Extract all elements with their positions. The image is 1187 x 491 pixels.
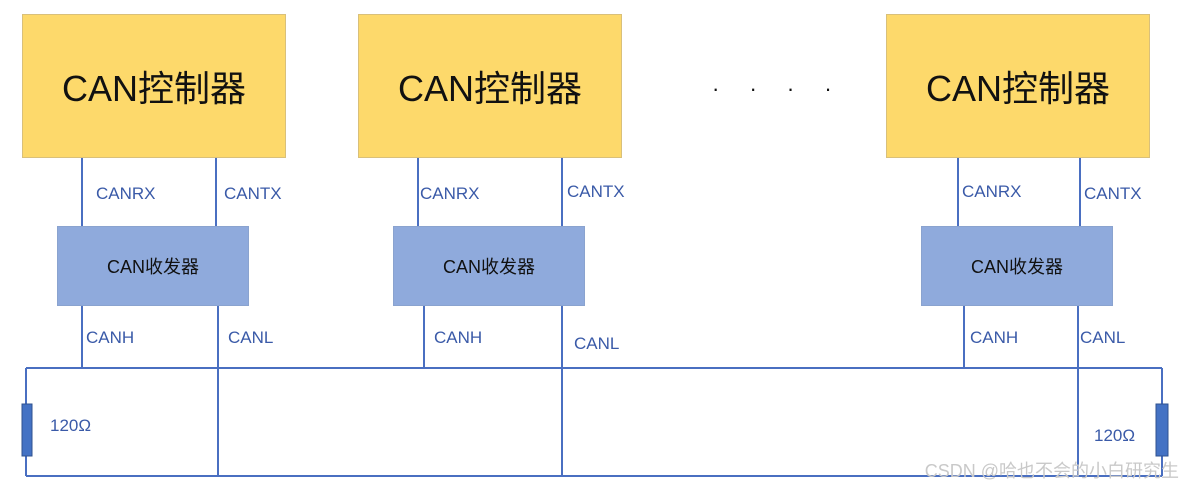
- node1-canrx-label: CANRX: [96, 184, 156, 203]
- can-controller-2: CAN控制器: [358, 14, 622, 158]
- can-transceiver-1: CAN收发器: [57, 226, 249, 306]
- can-controller-3: CAN控制器: [886, 14, 1150, 158]
- node3-canrx-label: CANRX: [962, 182, 1022, 201]
- can-controller-1: CAN控制器: [22, 14, 286, 158]
- node1-canh-label: CANH: [86, 328, 135, 347]
- node2-canh-label: CANH: [434, 328, 483, 347]
- right-resistor-label: 120Ω: [1094, 426, 1136, 445]
- node3-canh-label: CANH: [970, 328, 1019, 347]
- node2-cantx-label: CANTX: [567, 182, 625, 201]
- can-transceiver-3: CAN收发器: [921, 226, 1113, 306]
- node2-canl-label: CANL: [574, 334, 620, 353]
- node1-cantx-label: CANTX: [224, 184, 282, 203]
- node2-canrx-label: CANRX: [420, 184, 480, 203]
- left-resistor: [21, 403, 33, 457]
- node1-canl-label: CANL: [228, 328, 274, 347]
- node3-cantx-label: CANTX: [1084, 184, 1142, 203]
- watermark: CSDN @哈也不会的小白研究生: [924, 461, 1179, 481]
- ellipsis: · · · ·: [712, 76, 844, 101]
- can-transceiver-2: CAN收发器: [393, 226, 585, 306]
- node3-canl-label: CANL: [1080, 328, 1126, 347]
- left-resistor-label: 120Ω: [50, 416, 92, 435]
- right-resistor: [1155, 403, 1169, 457]
